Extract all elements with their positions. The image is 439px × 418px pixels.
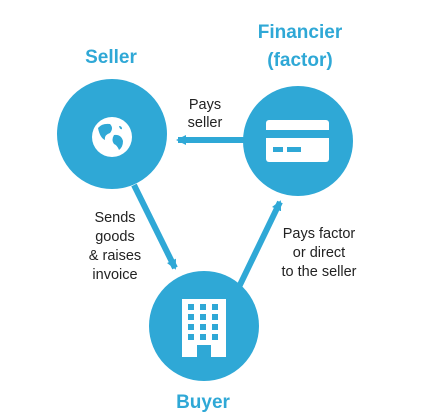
svg-text:Pays factor: Pays factor: [283, 226, 356, 242]
svg-text:seller: seller: [188, 115, 223, 131]
arrow-buyer-to-financier: [235, 200, 283, 291]
svg-text:Sends: Sends: [94, 210, 135, 226]
label-sends-goods: Sends goods & raises invoice: [89, 210, 141, 283]
svg-text:goods: goods: [95, 229, 135, 245]
financier-subtitle: (factor): [267, 50, 332, 71]
label-pays-factor: Pays factor or direct to the seller: [282, 226, 357, 280]
globe-icon: [92, 117, 132, 157]
svg-text:to the seller: to the seller: [282, 264, 357, 280]
svg-text:invoice: invoice: [92, 267, 137, 283]
arrow-seller-to-buyer: [131, 183, 178, 270]
svg-text:or direct: or direct: [293, 245, 345, 261]
financier-title: Financier: [258, 22, 343, 43]
svg-text:& raises: & raises: [89, 248, 141, 264]
svg-text:Pays: Pays: [189, 97, 221, 113]
buyer-node: [149, 271, 259, 381]
label-pays-seller: Pays seller: [188, 97, 223, 131]
buyer-title: Buyer: [176, 392, 230, 413]
seller-node: [57, 79, 167, 189]
credit-card-icon: [266, 120, 329, 162]
office-building-icon: [182, 299, 226, 357]
seller-title: Seller: [85, 47, 137, 68]
financier-node: [243, 86, 353, 196]
